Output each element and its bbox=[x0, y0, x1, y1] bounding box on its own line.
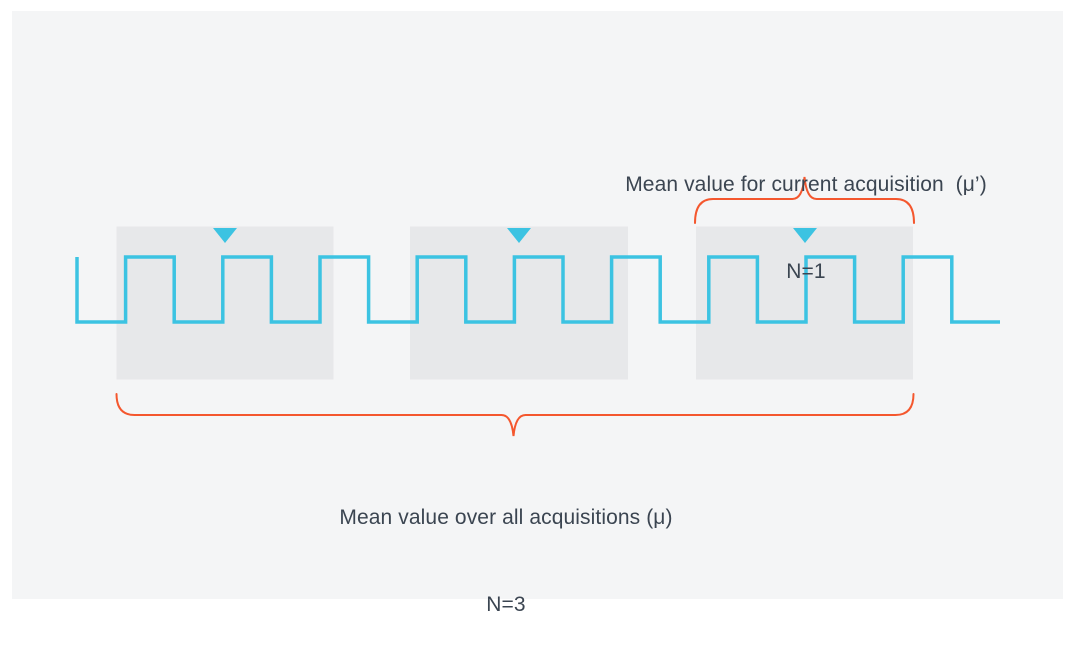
square-wave-signal bbox=[75, 255, 1000, 324]
all-acquisitions-count: N=3 bbox=[486, 593, 526, 616]
current-acquisition-label: Mean value for current acquisition (μ’) … bbox=[546, 112, 1066, 315]
all-acquisitions-brace bbox=[115, 393, 915, 437]
current-acquisition-count: N=1 bbox=[786, 260, 826, 283]
trigger-marker-icon-3 bbox=[793, 228, 817, 243]
all-acquisitions-label: Mean value over all acquisitions (μ) N=3 bbox=[246, 445, 766, 648]
current-acquisition-brace bbox=[694, 176, 915, 224]
trigger-marker-icon-1 bbox=[213, 228, 237, 243]
trigger-marker-icon-2 bbox=[507, 228, 531, 243]
all-acquisitions-label-text: Mean value over all acquisitions (μ) bbox=[339, 506, 673, 529]
figure-root: { "colors": { "background": "#ffffff", "… bbox=[12, 11, 1066, 616]
current-acquisition-label-text: Mean value for current acquisition (μ’) bbox=[625, 173, 987, 196]
acquisition-region-2 bbox=[410, 226, 628, 380]
acquisition-region-1 bbox=[116, 226, 334, 380]
waveform-diagram bbox=[75, 176, 1000, 437]
